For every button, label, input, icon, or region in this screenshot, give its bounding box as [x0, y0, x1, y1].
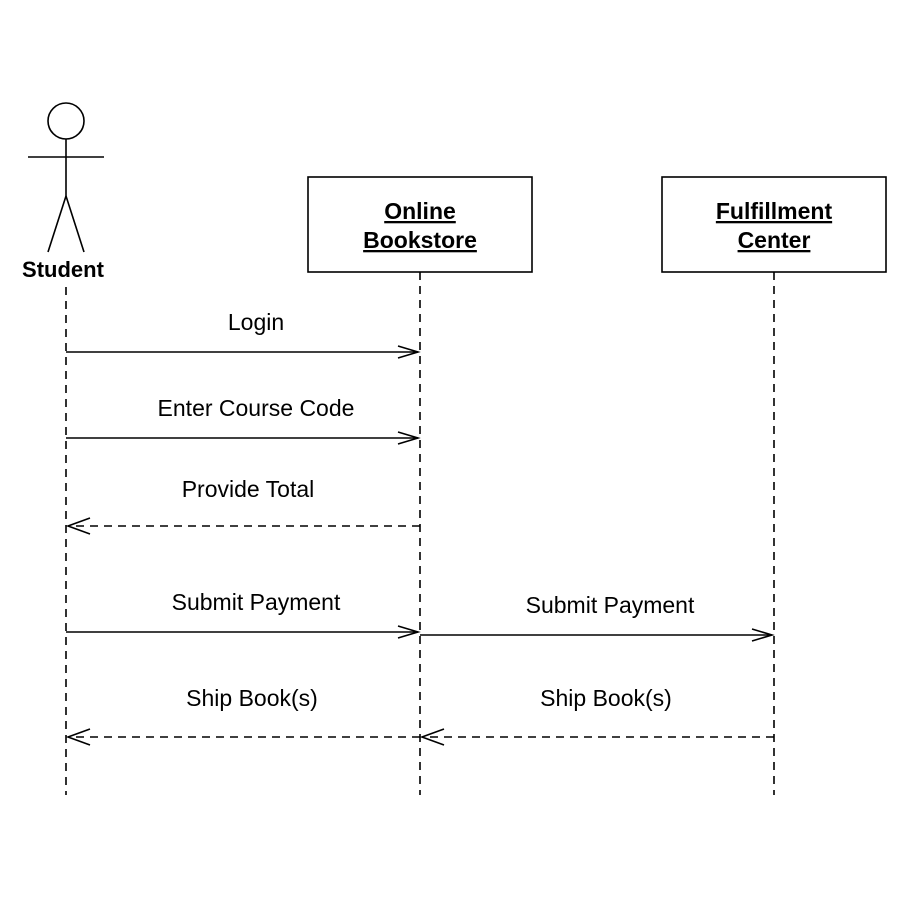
object-label-line-1: Fulfillment	[716, 198, 833, 224]
open-arrowhead-icon	[397, 345, 421, 359]
open-arrowhead-icon	[65, 517, 91, 535]
object-label-line-1: Online	[384, 198, 456, 224]
message-ship-books-student: Ship Book(s)	[65, 685, 420, 746]
message-label: Enter Course Code	[158, 395, 355, 421]
object-online-bookstore: Online Bookstore	[307, 176, 533, 273]
message-label: Ship Book(s)	[186, 685, 318, 711]
message-label: Submit Payment	[172, 589, 341, 615]
object-box	[661, 176, 887, 273]
message-label: Submit Payment	[526, 592, 695, 618]
message-submit-payment-bookstore: Submit Payment	[420, 592, 775, 642]
open-arrowhead-icon	[397, 431, 421, 445]
object-label-line-2: Bookstore	[363, 227, 477, 253]
open-arrowhead-icon	[751, 628, 775, 642]
stick-figure-icon	[47, 102, 85, 140]
object-box	[307, 176, 533, 273]
actor-label: Student	[22, 257, 105, 282]
open-arrowhead-icon	[65, 728, 91, 746]
message-provide-total: Provide Total	[65, 476, 420, 535]
open-arrowhead-icon	[397, 625, 421, 639]
message-ship-books-bookstore: Ship Book(s)	[419, 685, 774, 746]
open-arrowhead-icon	[419, 728, 445, 746]
message-label: Ship Book(s)	[540, 685, 672, 711]
object-label-line-2: Center	[738, 227, 811, 253]
message-label: Provide Total	[182, 476, 315, 502]
actor-student: Student	[22, 102, 105, 282]
message-login: Login	[66, 309, 421, 359]
message-enter-course-code: Enter Course Code	[66, 395, 421, 445]
message-submit-payment-student: Submit Payment	[66, 589, 421, 639]
object-fulfillment-center: Fulfillment Center	[661, 176, 887, 273]
message-label: Login	[228, 309, 284, 335]
